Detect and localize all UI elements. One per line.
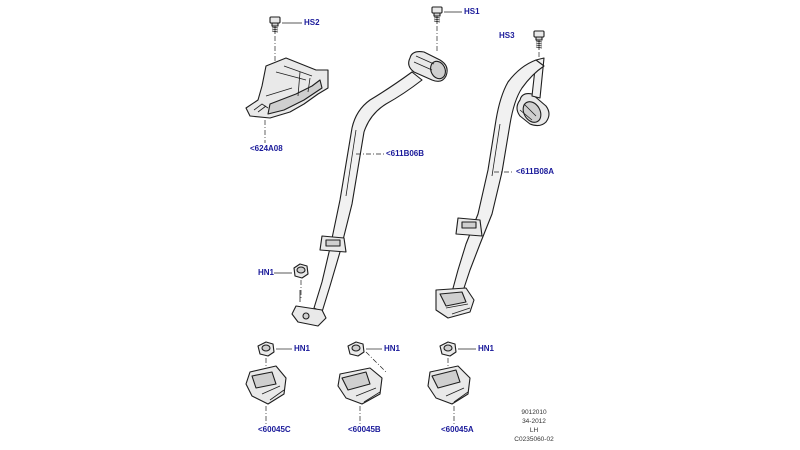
- bracket-trim-icon: [245, 57, 329, 119]
- callout-belt-center: <611B06B: [386, 149, 425, 158]
- callout-nut: HN1: [258, 268, 275, 277]
- hs1-bolt-icon: [431, 6, 443, 24]
- hs2-bolt-icon: [269, 16, 281, 34]
- stamp-line-1: 9012010: [521, 409, 547, 416]
- buckle-b-icon: [337, 341, 383, 405]
- callout-nut-b: HN1: [384, 344, 401, 353]
- callout-belt-right: <611B08A: [516, 167, 555, 176]
- callout-buckle-a: <60045A: [441, 425, 474, 434]
- stamp-line-3: LH: [529, 427, 539, 434]
- callout-hs2: HS2: [304, 18, 320, 27]
- buckle-c-icon: [245, 341, 287, 405]
- buckle-a-icon: [427, 341, 471, 405]
- reference-stamp: 9012010 34-2012 LH C0235060-02: [504, 408, 564, 444]
- callout-hs3: HS3: [499, 31, 515, 40]
- callout-buckle-c: <60045C: [258, 425, 291, 434]
- callout-nut-c: HN1: [294, 344, 311, 353]
- callout-bracket: <624A08: [250, 144, 283, 153]
- callout-hs1: HS1: [464, 7, 480, 16]
- center-belt-icon: [291, 51, 448, 327]
- hs3-bolt-icon: [533, 30, 545, 50]
- callout-buckle-b: <60045B: [348, 425, 381, 434]
- callout-nut-a: HN1: [478, 344, 495, 353]
- hn1-nut-icon: [293, 263, 309, 279]
- right-belt-icon: [435, 57, 550, 319]
- stamp-line-4: C0235060-02: [514, 436, 554, 443]
- stamp-line-2: 34-2012: [522, 418, 546, 425]
